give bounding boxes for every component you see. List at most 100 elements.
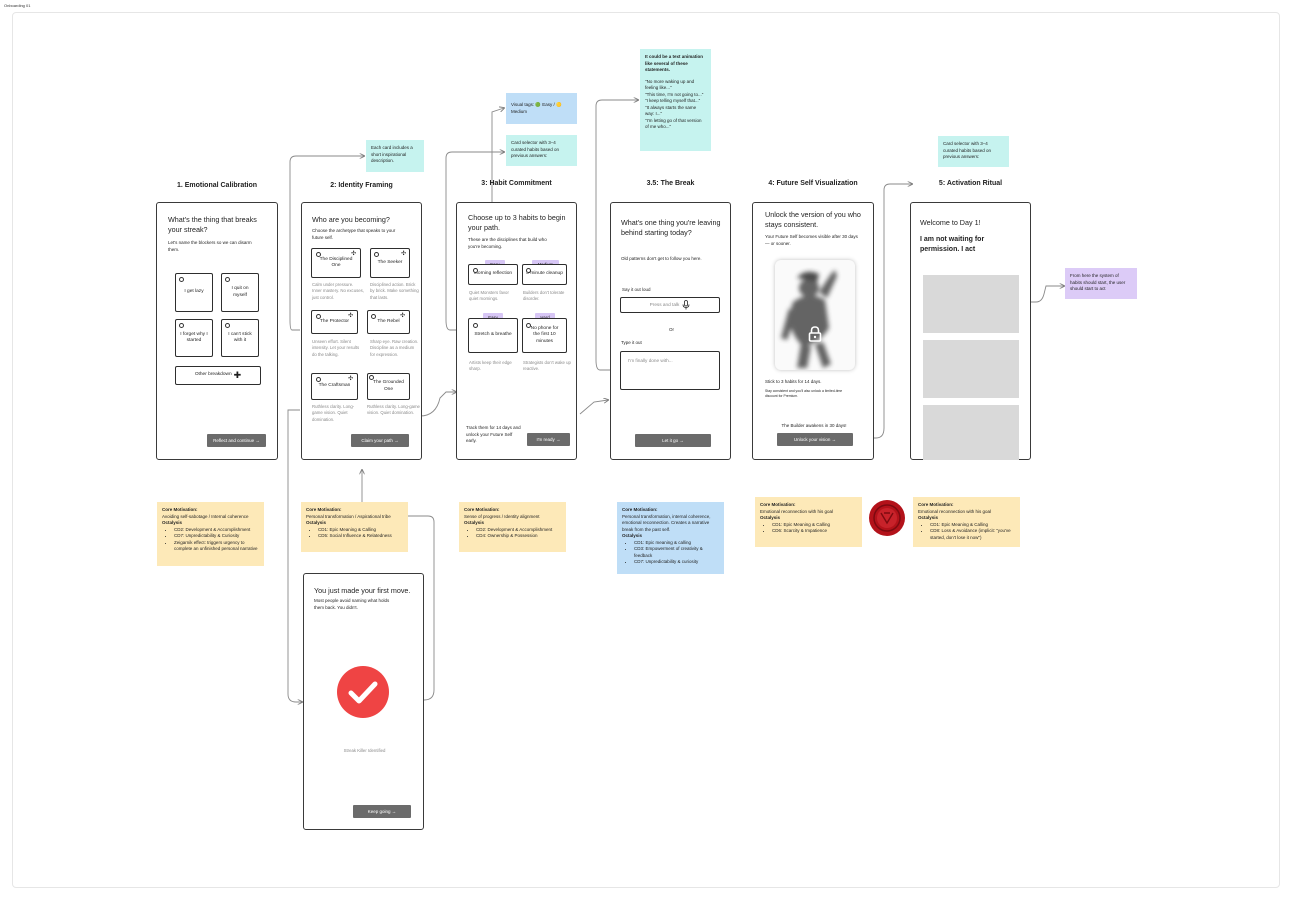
unlock-vision-button[interactable]: Unlock your vision →	[777, 433, 853, 446]
radio-button[interactable]	[374, 252, 379, 257]
radio-button[interactable]	[526, 268, 531, 273]
archetype-card-seeker[interactable]: ✣ The Seeker	[370, 248, 410, 278]
radio-button[interactable]	[526, 323, 531, 328]
let-go-button[interactable]: Let it go →	[635, 434, 711, 447]
or-label: Or	[669, 327, 674, 332]
motivation-text: Emotional reconnection with his goal	[760, 508, 834, 514]
archetype-desc: Ruthless clarity. Long-game vision. Quie…	[367, 404, 420, 416]
radio-button[interactable]	[473, 268, 478, 273]
type-placeholder: I'm finally done with...	[628, 358, 673, 363]
note-visual-tags: Visual tags: 🟢 Easy / 🟡 Medium	[506, 93, 577, 124]
radio-button[interactable]	[225, 277, 230, 282]
motivation-note-35: Core Motivation: Personal transformation…	[617, 502, 724, 574]
other-breakdown-button[interactable]: Other breakdown ✚	[175, 366, 261, 385]
radio-button[interactable]	[316, 314, 321, 319]
press-talk-button[interactable]: Press and talk	[620, 297, 720, 313]
archetype-card-protector[interactable]: ✣ The Protector	[311, 310, 358, 334]
motivation-heading: Core Motivation:	[760, 502, 796, 507]
motivation-note-2: Core Motivation: Personal transformation…	[301, 502, 408, 552]
archetype-card-disciplined[interactable]: ✣ The Disciplined One	[311, 248, 361, 278]
habit-card-stretch[interactable]: Stretch & breathe	[468, 318, 518, 353]
section-title-2: 2: Identity Framing	[330, 182, 393, 189]
radio-button[interactable]	[179, 323, 184, 328]
other-label: Other breakdown	[194, 372, 232, 378]
archetype-card-craftsman[interactable]: ✣ The Craftsman	[311, 373, 358, 400]
motivation-note-3: Core Motivation: Sense of progress / Ide…	[459, 502, 566, 552]
motivation-note-1: Core Motivation: Avoiding self-sabotage …	[157, 502, 264, 566]
section-title-1: 1. Emotional Calibration	[176, 182, 258, 189]
checkmark-icon	[337, 666, 389, 718]
radio-button[interactable]	[316, 377, 321, 382]
radio-button[interactable]	[179, 277, 184, 282]
note-each-card: Each card includes a short inspirational…	[366, 140, 424, 172]
reflect-continue-button[interactable]: Reflect and continue →	[207, 434, 266, 447]
option-label: I get lazy	[184, 289, 204, 295]
motivation-text: Emotional reconnection with his goal	[918, 508, 992, 514]
section-title-3: 3: Habit Commitment	[481, 180, 552, 187]
option-card-lazy[interactable]: I get lazy	[175, 273, 213, 312]
archetype-name: The Seeker	[377, 259, 403, 265]
section-title-35: 3.5: The Break	[646, 180, 695, 187]
option-card-quit[interactable]: I quit on myself	[221, 273, 259, 312]
screen-activation-ritual: Welcome to Day 1! I am not waiting for p…	[910, 202, 1031, 460]
screen5-welcome: Welcome to Day 1!	[920, 218, 981, 227]
habit-card-cleanup[interactable]: 5-minute cleanup	[522, 264, 567, 285]
first-move-subtitle: Most people avoid naming what holds them…	[314, 598, 390, 610]
octalysis-label: Octalysis	[918, 515, 939, 521]
archetype-desc: Ruthless clarity. Long-game vision. Quie…	[312, 404, 355, 422]
habit-placeholder	[923, 275, 1019, 333]
habit-desc: Builders don't tolerate disorder.	[523, 290, 565, 302]
plus-icon: ✚	[233, 370, 242, 380]
habit-card-morning-reflection[interactable]: Morning reflection	[468, 264, 518, 285]
sparkle-icon: ✣	[400, 313, 406, 319]
anim-line: "I'm letting go of that version of me wh…	[645, 117, 702, 130]
ready-button[interactable]: I'm ready →	[527, 433, 570, 446]
archetype-card-rebel[interactable]: ✣ The Rebel	[367, 310, 410, 334]
anim-line: "This time, I'm not going to..."	[645, 91, 704, 97]
screen35-subtitle: Old patterns don't get to follow you her…	[621, 256, 702, 261]
radio-button[interactable]	[371, 314, 376, 319]
option-card-stick[interactable]: I can't stick with it	[221, 319, 259, 357]
screen-first-move: You just made your first move. Most peop…	[303, 573, 424, 830]
radio-button[interactable]	[316, 252, 321, 257]
motivation-heading: Core Motivation:	[622, 507, 658, 512]
keep-going-button[interactable]: Keep going →	[353, 805, 411, 818]
octalysis-label: Octalysis	[464, 520, 485, 526]
motivation-item: CD6: Scarcity & Impatience	[772, 528, 857, 535]
habit-name: Morning reflection	[473, 271, 513, 277]
habit-placeholder	[923, 340, 1019, 398]
sparkle-icon: ✣	[348, 376, 354, 382]
archetype-desc: Unseen effort. Silent intensity. Let you…	[312, 339, 360, 357]
screen1-question: What's the thing that breaks your streak…	[168, 215, 257, 234]
radio-button[interactable]	[225, 323, 230, 328]
section-title-5: 5: Activation Ritual	[938, 180, 1003, 187]
radio-button[interactable]	[369, 375, 374, 380]
motivation-item: CD5: Social Influence & Relatedness	[318, 533, 403, 540]
archetype-desc: Calm under pressure. Inner mastery. No e…	[312, 282, 364, 300]
radio-button[interactable]	[473, 323, 478, 328]
motivation-text: Personal transformation, internal cohere…	[622, 513, 711, 532]
screen3-footer: Track them for 14 days and unlock your F…	[466, 425, 521, 444]
type-it-out-input[interactable]: I'm finally done with...	[620, 351, 720, 390]
screen2-subtitle: Choose the archetype that speaks to your…	[312, 228, 396, 240]
screen1-subtitle: Let's name the blockers so we can disarm…	[168, 240, 252, 252]
screen5-statement: I am not waiting for permission. I act	[920, 236, 985, 253]
habit-card-no-phone[interactable]: No phone for the first 10 minutes	[522, 318, 567, 353]
lock-icon	[808, 326, 822, 342]
page-label: Onboarding 01	[4, 3, 31, 8]
habit-placeholder	[923, 405, 1019, 460]
option-label: I forget why I started	[180, 331, 208, 343]
motivation-note-4: Core Motivation: Emotional reconnection …	[755, 497, 862, 547]
section-title-4: 4: Future Self Visualization	[768, 180, 858, 187]
archetype-card-grounded[interactable]: The Grounded One	[367, 373, 410, 400]
warrior-silhouette	[781, 270, 837, 368]
option-card-forget[interactable]: I forget why I started	[175, 319, 213, 357]
say-label: Say it out loud	[622, 287, 651, 292]
habit-desc: Artists keep their edge sharp.	[469, 360, 512, 372]
motivation-item: CD1: Epic Meaning & Calling	[318, 527, 403, 534]
claim-path-button[interactable]: Claim your path →	[351, 434, 409, 447]
archetype-desc: Disciplined action. Brick by brick. Make…	[370, 282, 419, 300]
motivation-item: CD3: Empowerment of creativity & feedbac…	[634, 546, 719, 559]
habit-name: Stretch & breathe	[474, 332, 512, 338]
sparkle-icon: ✣	[348, 313, 354, 319]
